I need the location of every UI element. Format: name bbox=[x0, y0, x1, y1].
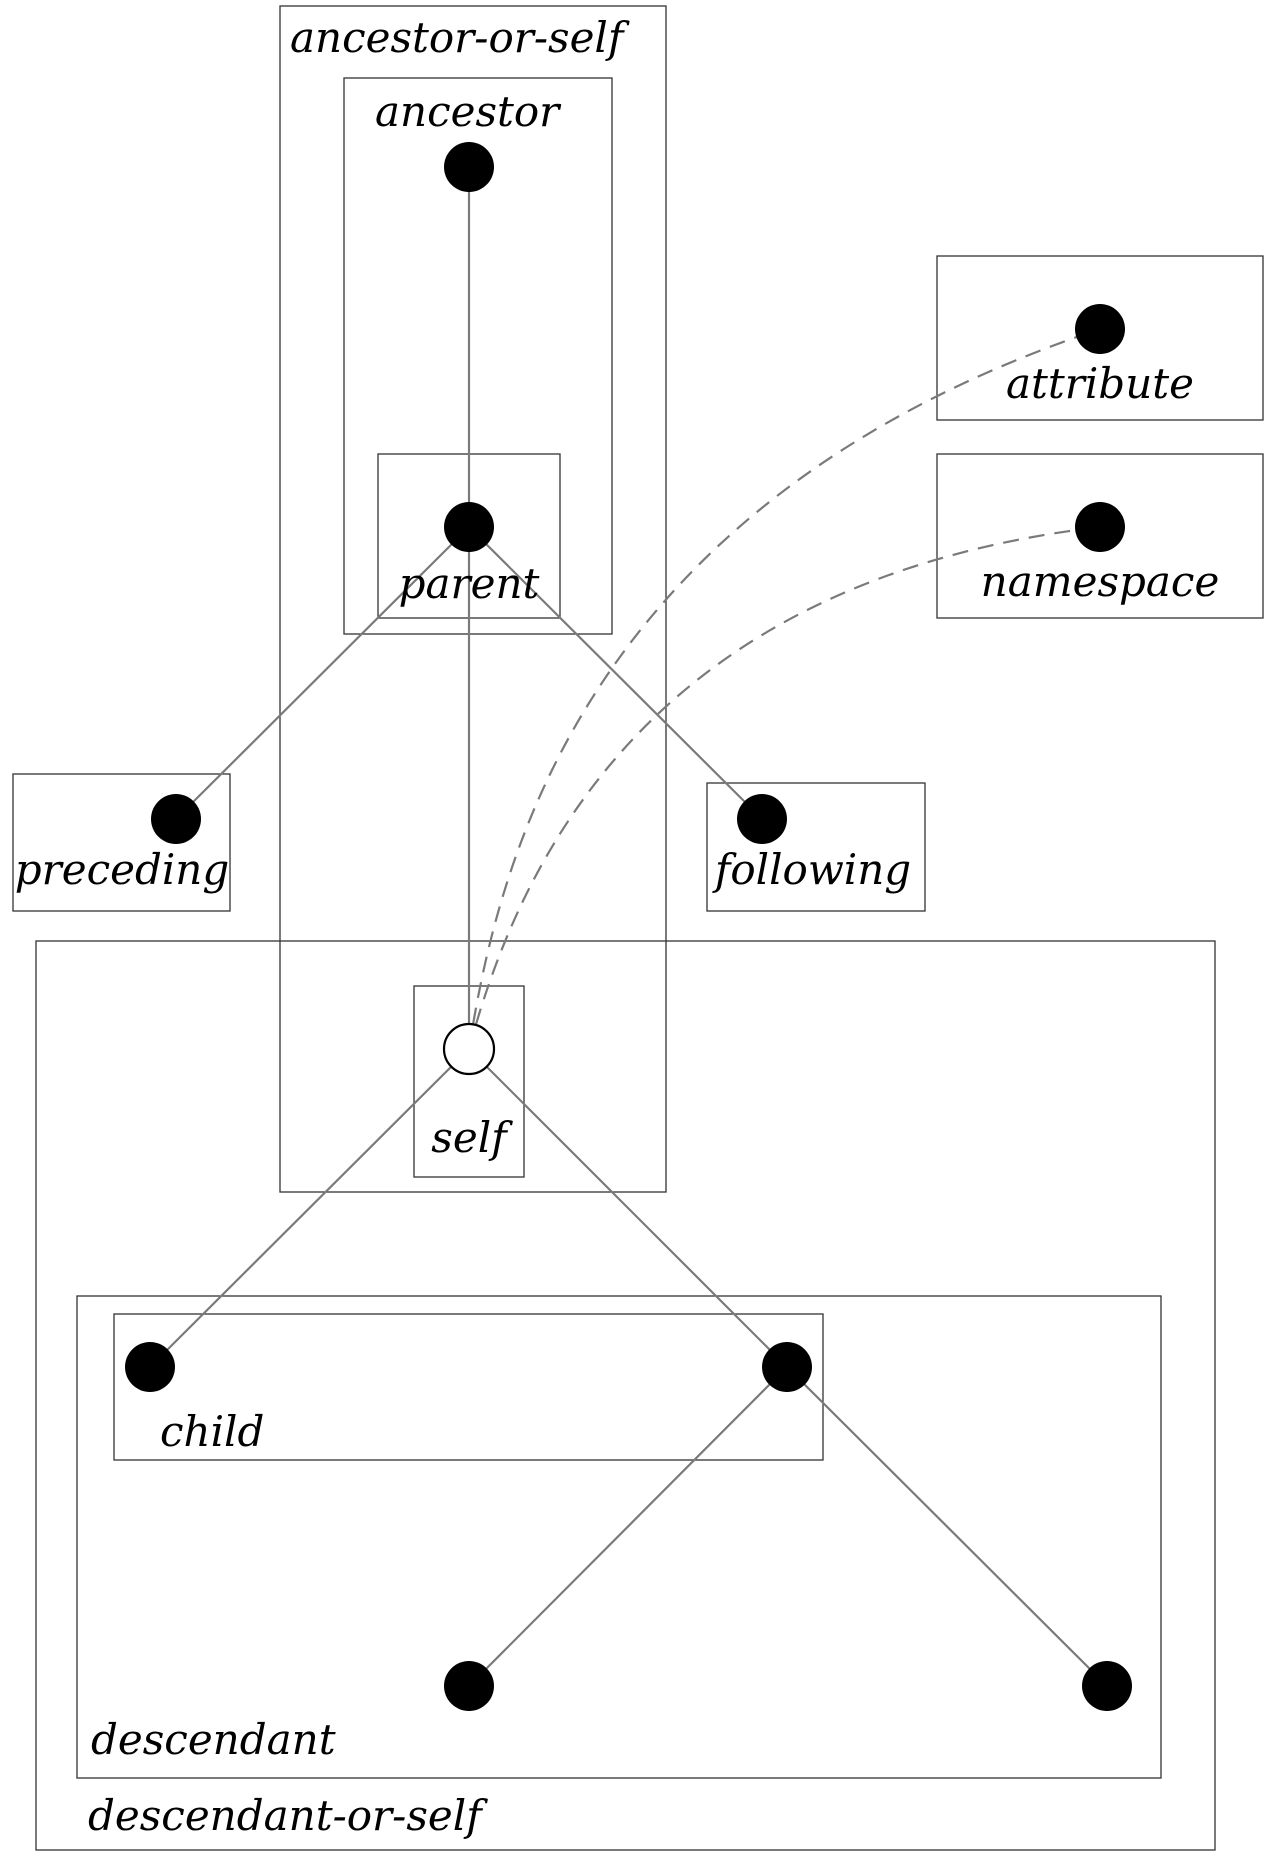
self-node bbox=[442, 1022, 496, 1076]
preceding-box bbox=[12, 773, 231, 912]
namespace-label: namespace bbox=[981, 557, 1220, 606]
attribute-label: attribute bbox=[1006, 359, 1194, 408]
attribute-box bbox=[936, 255, 1264, 421]
edge-parent-following bbox=[468, 526, 763, 820]
descendant-or-self-label: descendant-or-self bbox=[88, 1791, 488, 1840]
descendant-node-left bbox=[444, 1661, 494, 1711]
parent-node bbox=[444, 502, 494, 552]
descendant-or-self-box bbox=[35, 940, 1216, 1851]
descendant-box bbox=[76, 1295, 1162, 1779]
child-label: child bbox=[160, 1407, 264, 1456]
edge-child-descendant-right bbox=[786, 1366, 1108, 1687]
ancestor-label: ancestor bbox=[375, 87, 562, 136]
descendant-node-right bbox=[1082, 1661, 1132, 1711]
ancestor-node bbox=[444, 142, 494, 192]
ancestor-box bbox=[343, 77, 613, 635]
following-label: following bbox=[712, 845, 911, 894]
following-node bbox=[737, 794, 787, 844]
ancestor-or-self-label: ancestor-or-self bbox=[290, 13, 630, 62]
child-box bbox=[113, 1313, 824, 1461]
self-label: self bbox=[431, 1113, 513, 1162]
edge-child-descendant-left bbox=[468, 1366, 788, 1687]
attribute-node bbox=[1075, 304, 1125, 354]
following-box bbox=[706, 782, 926, 912]
edge-parent-preceding bbox=[175, 526, 470, 820]
namespace-node bbox=[1075, 502, 1125, 552]
edge-self-child-right bbox=[468, 1048, 788, 1368]
edge-self-attribute bbox=[467, 327, 1101, 1050]
edge-self-child-left bbox=[149, 1048, 470, 1368]
child-node-left bbox=[125, 1342, 175, 1392]
preceding-node bbox=[151, 794, 201, 844]
parent-label: parent bbox=[399, 559, 540, 608]
child-node-right bbox=[762, 1342, 812, 1392]
edge-self-namespace bbox=[467, 525, 1101, 1050]
descendant-label: descendant bbox=[91, 1715, 336, 1764]
preceding-label: preceding bbox=[15, 845, 229, 894]
namespace-box bbox=[936, 453, 1264, 619]
